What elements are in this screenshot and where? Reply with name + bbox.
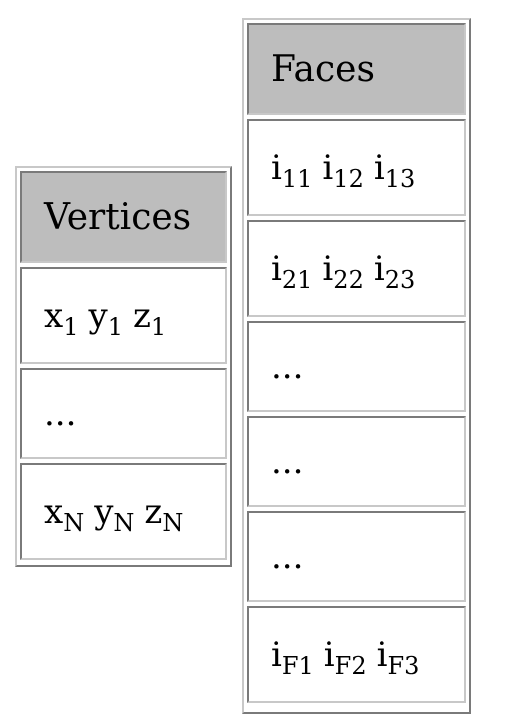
vertices-header: Vertices: [20, 171, 227, 263]
symbol-i13: i13: [373, 147, 416, 193]
symbol-zn: zN: [144, 491, 184, 537]
faces-row-f: iF1 iF2 iF3: [247, 606, 466, 703]
symbol-if2: iF2: [323, 634, 367, 680]
faces-ellipsis-row-1: ...: [247, 321, 466, 412]
faces-table: Faces i11 i12 i13 i21 i22 i23 ... ... ..…: [242, 18, 471, 714]
faces-ellipsis-row-2: ...: [247, 416, 466, 507]
symbol-z1: z1: [132, 295, 167, 341]
symbol-x1: x1: [44, 295, 79, 341]
symbol-yn: yN: [94, 491, 135, 537]
faces-row-2: i21 i22 i23: [247, 220, 466, 317]
symbol-i22: i22: [322, 248, 364, 294]
symbol-i11: i11: [271, 147, 313, 193]
symbol-i12: i12: [322, 147, 364, 193]
vertices-row-n: xN yN zN: [20, 463, 227, 560]
symbol-xn: xN: [44, 491, 85, 537]
vertices-ellipsis-row: ...: [20, 368, 227, 459]
symbol-i21: i21: [271, 248, 313, 294]
symbol-if1: iF1: [271, 634, 314, 680]
vertices-table: Vertices x1 y1 z1 ... xN yN zN: [15, 166, 232, 567]
faces-header: Faces: [247, 23, 466, 115]
symbol-y1: y1: [88, 295, 123, 341]
faces-ellipsis-row-3: ...: [247, 511, 466, 602]
symbol-i23: i23: [373, 248, 416, 294]
vertices-row-1: x1 y1 z1: [20, 267, 227, 364]
faces-row-1: i11 i12 i13: [247, 119, 466, 216]
symbol-if3: iF3: [376, 634, 420, 680]
